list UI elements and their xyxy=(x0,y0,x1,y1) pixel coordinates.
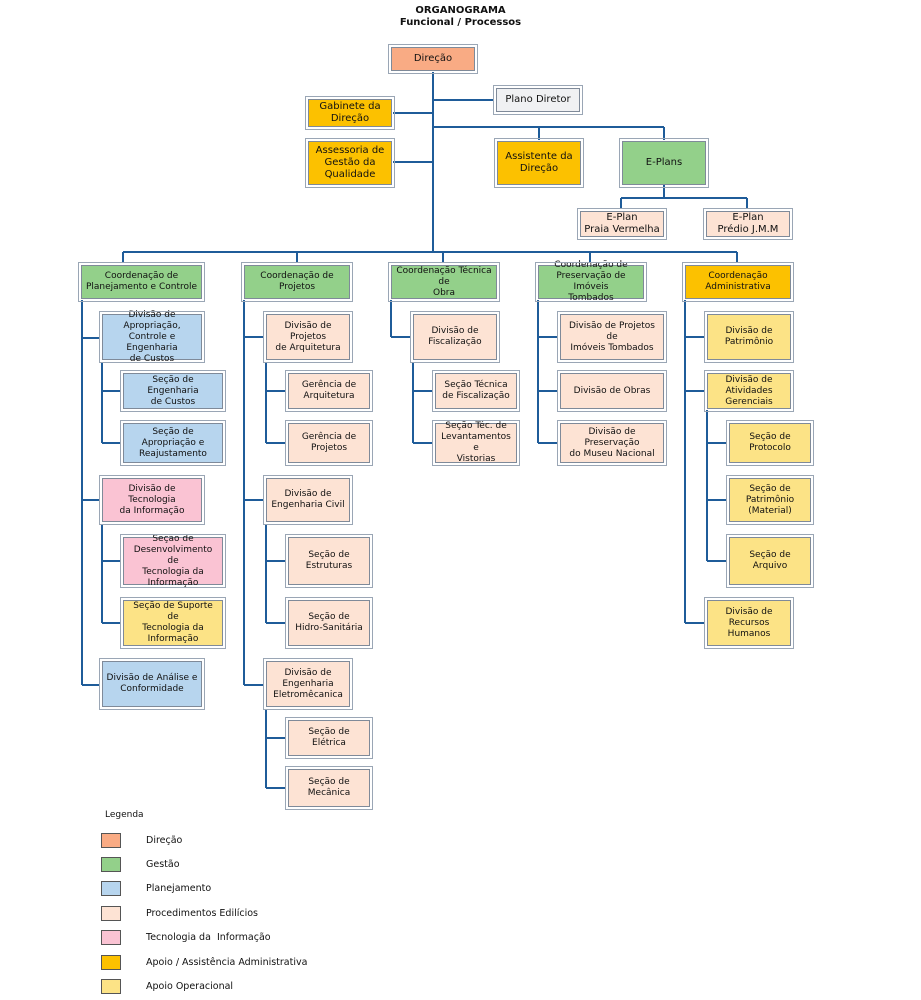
node-gerencia-arquitetura: Gerência de Arquitetura xyxy=(285,370,373,412)
node-plano-diretor: Plano Diretor xyxy=(493,85,583,115)
node-div-fiscalizacao: Divisão de Fiscalização xyxy=(410,311,500,363)
chart-subtitle: Funcional / Processos xyxy=(399,17,522,28)
node-direcao: Direção xyxy=(388,44,478,74)
legend-swatch-gestao xyxy=(101,857,121,872)
legend-label-procedimentos: Procedimentos Edilícios xyxy=(146,908,259,919)
node-eplan-praia-vermelha: E-Plan Praia Vermelha xyxy=(577,208,667,240)
node-div-preservacao-museu: Divisão de Preservação do Museu Nacional xyxy=(557,420,667,466)
node-div-engenharia-eletromecanica: Divisão de Engenharia Eletromêcanica xyxy=(263,658,353,710)
node-assistente-direcao: Assistente da Direção xyxy=(494,138,584,188)
legend-swatch-planejamento xyxy=(101,881,121,896)
node-div-recursos-humanos: Divisão de Recursos Humanos xyxy=(704,597,794,649)
legend-label-direcao: Direção xyxy=(146,835,183,846)
node-sec-mecanica: Seção de Mecânica xyxy=(285,766,373,810)
node-sec-desenvolvimento-ti: Seção de Desenvolvimento de Tecnologia d… xyxy=(120,534,226,588)
legend-swatch-direcao xyxy=(101,833,121,848)
node-sec-apropriacao-reajustamento: Seção de Apropriação e Reajustamento xyxy=(120,420,226,466)
node-coord-tecnica-obra: Coordenação Técnica de Obra xyxy=(388,262,500,302)
node-coord-administrativa: Coordenação Administrativa xyxy=(682,262,794,302)
node-sec-patrimonio-material: Seção de Patrimônio (Material) xyxy=(726,475,814,525)
legend-swatch-apoio-adm xyxy=(101,955,121,970)
node-gabinete-direcao: Gabinete da Direção xyxy=(305,96,395,130)
node-div-patrimonio: Divisão de Patrimônio xyxy=(704,311,794,363)
legend-label-apoio-adm: Apoio / Assistência Administrativa xyxy=(146,957,308,968)
node-div-analise-conformidade: Divisão de Análise e Conformidade xyxy=(99,658,205,710)
node-div-tecnologia-informacao: Divisão de Tecnologia da Informação xyxy=(99,475,205,525)
legend-swatch-procedimentos xyxy=(101,906,121,921)
legend-label-gestao: Gestão xyxy=(146,859,180,870)
legend-swatch-ti xyxy=(101,930,121,945)
node-div-apropriacao: Divisão de Apropriação, Controle e Engen… xyxy=(99,310,205,364)
node-sec-suporte-ti: Seção de Suporte de Tecnologia da Inform… xyxy=(120,597,226,649)
node-eplans: E-Plans xyxy=(619,138,709,188)
node-sec-engenharia-custos: Seção de Engenharia de Custos xyxy=(120,370,226,412)
node-eplan-predio-jmm: E-Plan Prédio J.M.M xyxy=(703,208,793,240)
node-div-atividades-gerenciais: Divisão de Atividades Gerenciais xyxy=(704,370,794,412)
node-coord-preservacao: Coordenação de Preservação de Imóveis To… xyxy=(535,260,647,303)
legend-label-apoio-oper: Apoio Operacional xyxy=(146,981,234,992)
node-sec-eletrica: Seção de Elétrica xyxy=(285,717,373,759)
node-gerencia-projetos: Gerência de Projetos xyxy=(285,420,373,466)
node-sec-tecnica-fiscalizacao: Seção Técnica de Fiscalização xyxy=(432,370,520,412)
node-sec-arquivo: Seção de Arquivo xyxy=(726,534,814,588)
node-coord-planejamento: Coordenação de Planejamento e Controle xyxy=(78,262,205,302)
node-div-projetos-tombados: Divisão de Projetos de Imóveis Tombados xyxy=(557,311,667,363)
node-coord-projetos: Coordenação de Projetos xyxy=(241,262,353,302)
legend-swatch-apoio-oper xyxy=(101,979,121,994)
node-sec-hidro-sanitaria: Seção de Hidro-Sanitária xyxy=(285,597,373,649)
legend-label-planejamento: Planejamento xyxy=(146,883,212,894)
node-sec-levantamentos-vistorias: Seção Téc. de Levantamentos e Vistorias xyxy=(432,420,520,466)
legend-label-ti: Tecnologia da Informação xyxy=(146,932,271,943)
legend-title: Legenda xyxy=(105,810,144,820)
node-sec-estruturas: Seção de Estruturas xyxy=(285,534,373,588)
chart-title: ORGANOGRAMA xyxy=(415,5,506,16)
node-div-projetos-arquitetura: Divisão de Projetos de Arquitetura xyxy=(263,311,353,363)
node-div-obras: Divisão de Obras xyxy=(557,370,667,412)
node-sec-protocolo: Seção de Protocolo xyxy=(726,420,814,466)
node-div-engenharia-civil: Divisão de Engenharia Civil xyxy=(263,475,353,525)
node-assessoria-qualidade: Assessoria de Gestão da Qualidade xyxy=(305,138,395,188)
